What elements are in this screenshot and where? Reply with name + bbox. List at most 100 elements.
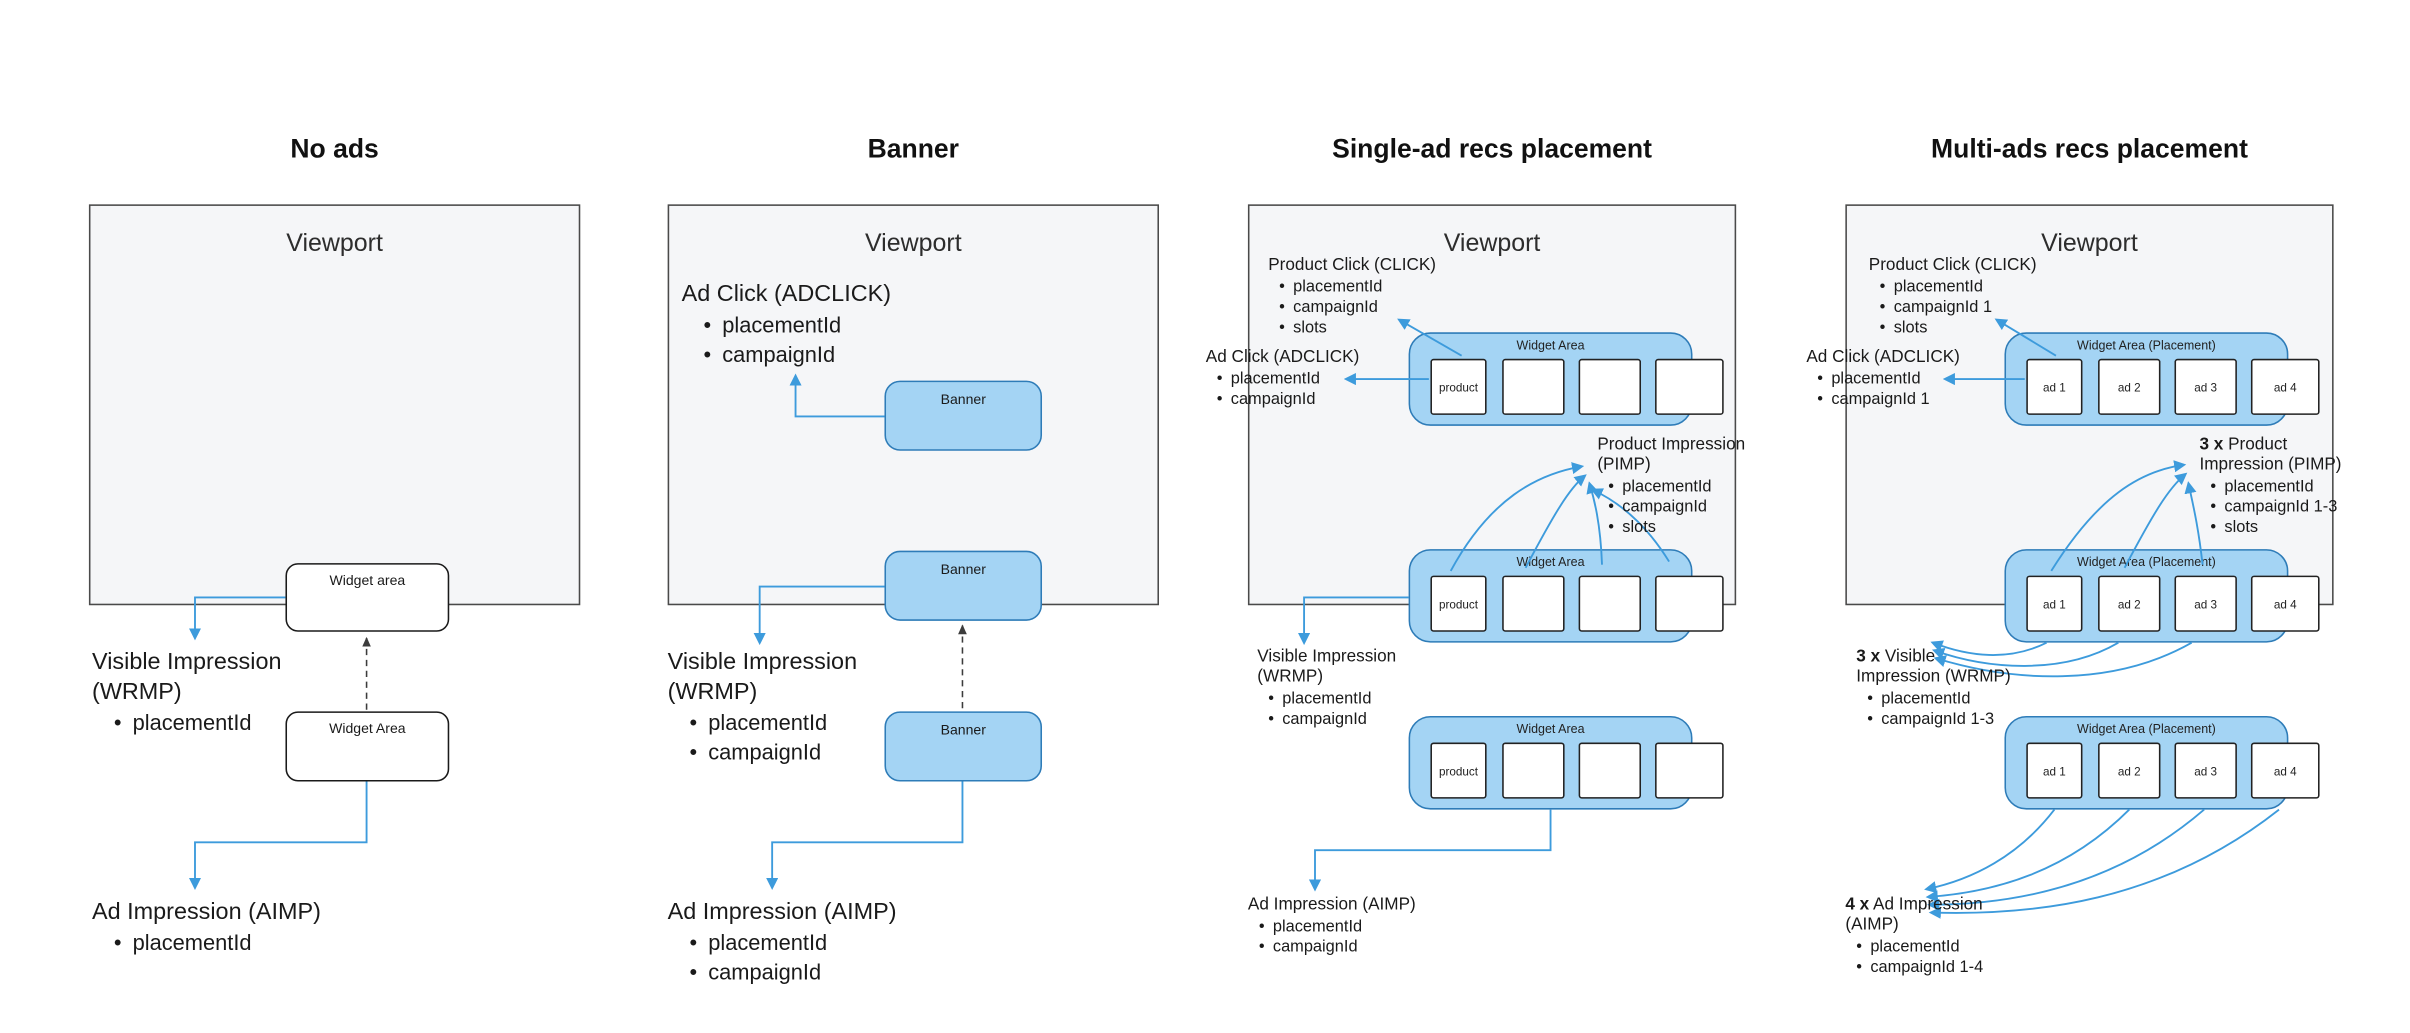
ad-slot-3: ad 3 [2174,358,2237,415]
event-title-line1: Ad Impression [1869,895,1983,915]
widget-area-pill-top: Widget Area product [1408,332,1724,426]
event-param: campaignId [1217,390,1385,410]
product-slot: product [1430,742,1487,799]
event-param: campaignId [1268,710,1429,730]
event-params: placementId campaignId [1248,917,1459,958]
event-param: placementId [689,708,948,738]
viewport-banner: Viewport [667,204,1160,606]
event-visible-impression: Visible Impression(WRMP) placementId cam… [668,647,949,768]
ad-slot-2: ad 2 [2098,358,2161,415]
event-ad-impression: Ad Impression (AIMP) placementId [92,897,404,958]
event-title: Ad Click (ADCLICK) [1205,347,1360,367]
event-params: placementId campaignId [668,708,949,767]
event-title-line1: Visible Impression [92,648,282,676]
event-title: Ad Impression (AIMP) [667,898,897,926]
event-ad-click: Ad Click (ADCLICK) placementId campaignI… [681,279,978,370]
ad-slot-4-overflow: ad 4 [2250,575,2320,632]
event-param: placementId [1217,370,1385,390]
viewport-no-ads: Viewport [88,204,581,606]
product-slot: product [1430,575,1487,632]
widget-area-pill-edge: Widget Area product [1408,549,1724,643]
placement-pill-label: Widget Area (Placement) [2077,338,2216,353]
ad-slot-1: ad 1 [2026,742,2083,799]
event-param: placementId [1880,278,2064,298]
event-title: Ad Impression (AIMP) [92,898,321,926]
ad-slot-label: ad 4 [2273,763,2297,778]
event-param: campaignId [704,340,978,370]
event-param: placementId [114,928,404,958]
ad-slot-2: ad 2 [2098,575,2161,632]
event-param: campaignId 1-3 [1867,710,2043,730]
arrow-aimp-multi-3 [1927,808,2205,911]
event-title: 4 x Ad Impression(AIMP) [1845,895,2040,936]
event-title-line1: Visible Impression [667,648,858,676]
banner-box-top: Banner [884,380,1043,451]
widget-area-box-label: Widget area [329,572,406,589]
empty-slot [1578,575,1642,632]
event-title-line2: (AIMP) [1845,915,1899,935]
event-param: placementId [1279,278,1463,298]
event-params: placementId campaignId 1-3 slots [2199,477,2378,538]
event-title-line2: Impression (WRMP) [1856,667,2011,687]
event-params: placementId campaignId [1206,370,1385,411]
viewport-label: Viewport [286,230,383,258]
event-params: placementId campaignId slots [1268,278,1463,339]
event-param: campaignId 1-3 [2210,498,2378,518]
widget-area-pill-label: Widget Area [1516,722,1585,737]
event-param: placementId [1817,370,1985,390]
viewport-label: Viewport [1443,230,1541,258]
event-param: campaignId 1 [1817,390,1985,410]
event-title: Ad Impression (AIMP) [1247,895,1416,915]
event-title-line2: (WRMP) [92,678,182,706]
ad-slot-label: ad 2 [2117,379,2141,394]
event-param: placementId [114,708,358,738]
event-param: campaignId [1279,298,1463,318]
empty-slot [1578,358,1642,415]
column-title-no-ads: No ads [290,134,379,164]
event-ad-impression: Ad Impression (AIMP) placementId campaig… [667,897,980,988]
event-title: Ad Click (ADCLICK) [681,280,891,308]
placement-pill-label: Widget Area (Placement) [2077,555,2216,570]
ad-slot-label: ad 3 [2194,379,2218,394]
event-param: placementId [1867,689,2043,709]
event-product-impression: Product Impression(PIMP) placementId cam… [1597,435,1776,538]
arrow-aimp-multi-1 [1924,809,2056,894]
event-title-line2: Impression (PIMP) [2199,455,2342,475]
event-title: Visible Impression(WRMP) [1257,647,1429,688]
event-param: campaignId [1608,498,1776,518]
ad-slot-label: ad 4 [2273,379,2297,394]
viewport-label: Viewport [864,230,962,258]
event-params: placementId campaignId 1 [1806,370,1985,411]
event-title: Product Click (CLICK) [1868,255,2037,275]
widget-area-pill-label: Widget Area [1516,555,1585,570]
ad-slot-3: ad 3 [2174,742,2237,799]
event-params: placementId [92,928,404,958]
ad-slot-label: ad 1 [2042,596,2066,611]
event-title: Visible Impression(WRMP) [92,647,357,706]
ad-slot-1: ad 1 [2026,358,2083,415]
banner-label: Banner [940,722,986,738]
empty-slot-overflow [1655,742,1724,799]
arrow-aimp-single [1308,809,1552,892]
event-title-line1: Visible [1880,647,1936,667]
event-count: 3 x [2199,435,2224,454]
empty-slot-overflow [1655,358,1724,415]
event-ad-impression: 4 x Ad Impression(AIMP) placementId camp… [1845,895,2040,978]
event-title: Visible Impression(WRMP) [668,647,949,706]
empty-slot [1502,575,1565,632]
column-title-multi-ads: Multi-ads recs placement [1931,134,2248,164]
widget-area-pill-label: Widget Area [1516,338,1585,353]
empty-slot [1578,742,1642,799]
viewport-label: Viewport [2041,230,2138,258]
event-params: placementId campaignId [682,310,978,369]
event-params: placementId campaignId 1-3 [1856,689,2043,730]
event-product-click: Product Click (CLICK) placementId campai… [1869,256,2064,339]
event-count: 3 x [1856,647,1881,667]
event-title-line2: (WRMP) [1257,667,1324,687]
event-param: placementId [1268,689,1429,709]
ad-slot-2: ad 2 [2098,742,2161,799]
event-ad-click: Ad Click (ADCLICK) placementId campaignI… [1206,348,1385,410]
event-params: placementId [92,708,357,738]
